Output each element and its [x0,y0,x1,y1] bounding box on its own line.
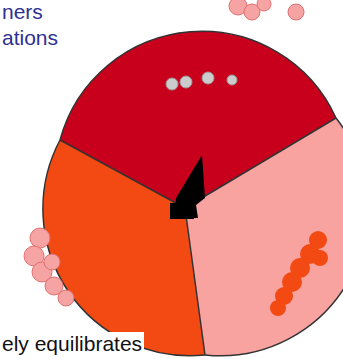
slide-text: ners [2,0,43,24]
slide-text: ely equilibrates [0,332,144,356]
slide-text: ations [2,26,58,50]
